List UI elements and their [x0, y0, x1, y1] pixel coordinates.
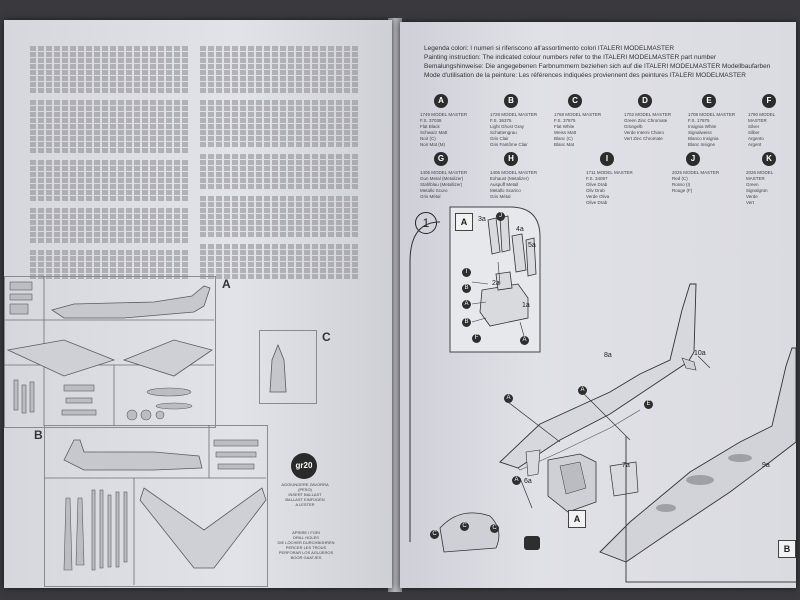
ballast-weight-icon: gr20 [291, 453, 317, 479]
callout-e: E [644, 400, 653, 409]
ejection-seat-parts [479, 215, 537, 327]
lower-wing-b [139, 487, 267, 569]
color-badge-g: G [434, 152, 448, 166]
callout-a-2: A [520, 336, 529, 345]
color-badge-j: J [686, 152, 700, 166]
fuselage-half-b [63, 439, 203, 471]
part-label-1a: 1a [522, 302, 530, 309]
callout-c-1: C [430, 530, 439, 539]
inset-a-label-bottom: A [568, 510, 586, 528]
wing-right-a [122, 339, 213, 377]
color-badge-k: K [762, 152, 776, 166]
sprue-b-letter: B [34, 428, 43, 442]
small-parts-b [63, 439, 259, 571]
inset-a-label: A [455, 213, 473, 231]
color-badge-h: H [504, 152, 518, 166]
left-instruction-page: A C C1 B gr20 AGGIUNGERE ZAVORRA (PESO) … [4, 20, 392, 588]
callout-a-4: A [578, 386, 587, 395]
fuselage-half-a [51, 285, 211, 319]
fuselage-half-left [499, 283, 697, 469]
inset-b-label: B [778, 540, 796, 558]
part-label-5a: 5a [528, 242, 536, 249]
callout-c-3: C [490, 524, 499, 533]
wing-left-a [6, 339, 116, 377]
color-badge-f: F [762, 94, 776, 108]
color-badge-b: B [504, 94, 518, 108]
sprue-drawings [4, 276, 287, 585]
text-column-right [200, 40, 360, 280]
camo-pattern [656, 454, 752, 512]
callout-b-1: B [462, 284, 471, 293]
small-parts-a [9, 281, 193, 421]
part-label-7a: 7a [622, 462, 630, 469]
part-label-2a: 2a [492, 280, 500, 287]
sprue-c-frame [259, 330, 317, 404]
color-badge-a: A [434, 94, 448, 108]
color-badge-e: E [702, 94, 716, 108]
callout-j: J [496, 212, 505, 221]
part-label-10a: 10a [694, 350, 706, 357]
sprue-b-frame [44, 425, 268, 587]
fuselage-half-right [599, 347, 796, 563]
part-label-3a: 3a [478, 216, 486, 223]
ballast-note: AGGIUNGERE ZAVORRA (PESO) INSERT BALLAST… [281, 482, 329, 507]
assembly-diagram [409, 206, 796, 583]
color-badge-c: C [568, 94, 582, 108]
callout-c-2: C [460, 522, 469, 531]
sprue-a-letter: A [222, 277, 231, 291]
nose-cone-c [269, 343, 287, 393]
part-label-4a: 4a [516, 226, 524, 233]
callout-f: F [472, 334, 481, 343]
callout-a-1: A [462, 300, 471, 309]
drill-holes-note: APRIRE I FORI DRILL HOLES DIE LÖCHER DUR… [277, 530, 335, 560]
sprue-c-letter: C [322, 330, 331, 344]
part-label-6a: 6a [524, 478, 532, 485]
paint-legend-header: Legenda colori: I numeri si riferiscono … [424, 45, 771, 79]
color-badge-i: I [600, 152, 614, 166]
callout-i: I [462, 268, 471, 277]
step-number: 1 [415, 212, 437, 234]
part-label-8a: 8a [604, 352, 612, 359]
callout-b-2: B [462, 318, 471, 327]
text-column-left [30, 40, 190, 280]
callout-a-5: A [512, 476, 521, 485]
sprue-a-frame [4, 276, 216, 428]
part-label-9a: 9a [762, 462, 770, 469]
color-badge-d: D [638, 94, 652, 108]
right-instruction-page: Legenda colori: I numeri si riferiscono … [400, 22, 796, 588]
callout-a-3: A [504, 394, 513, 403]
